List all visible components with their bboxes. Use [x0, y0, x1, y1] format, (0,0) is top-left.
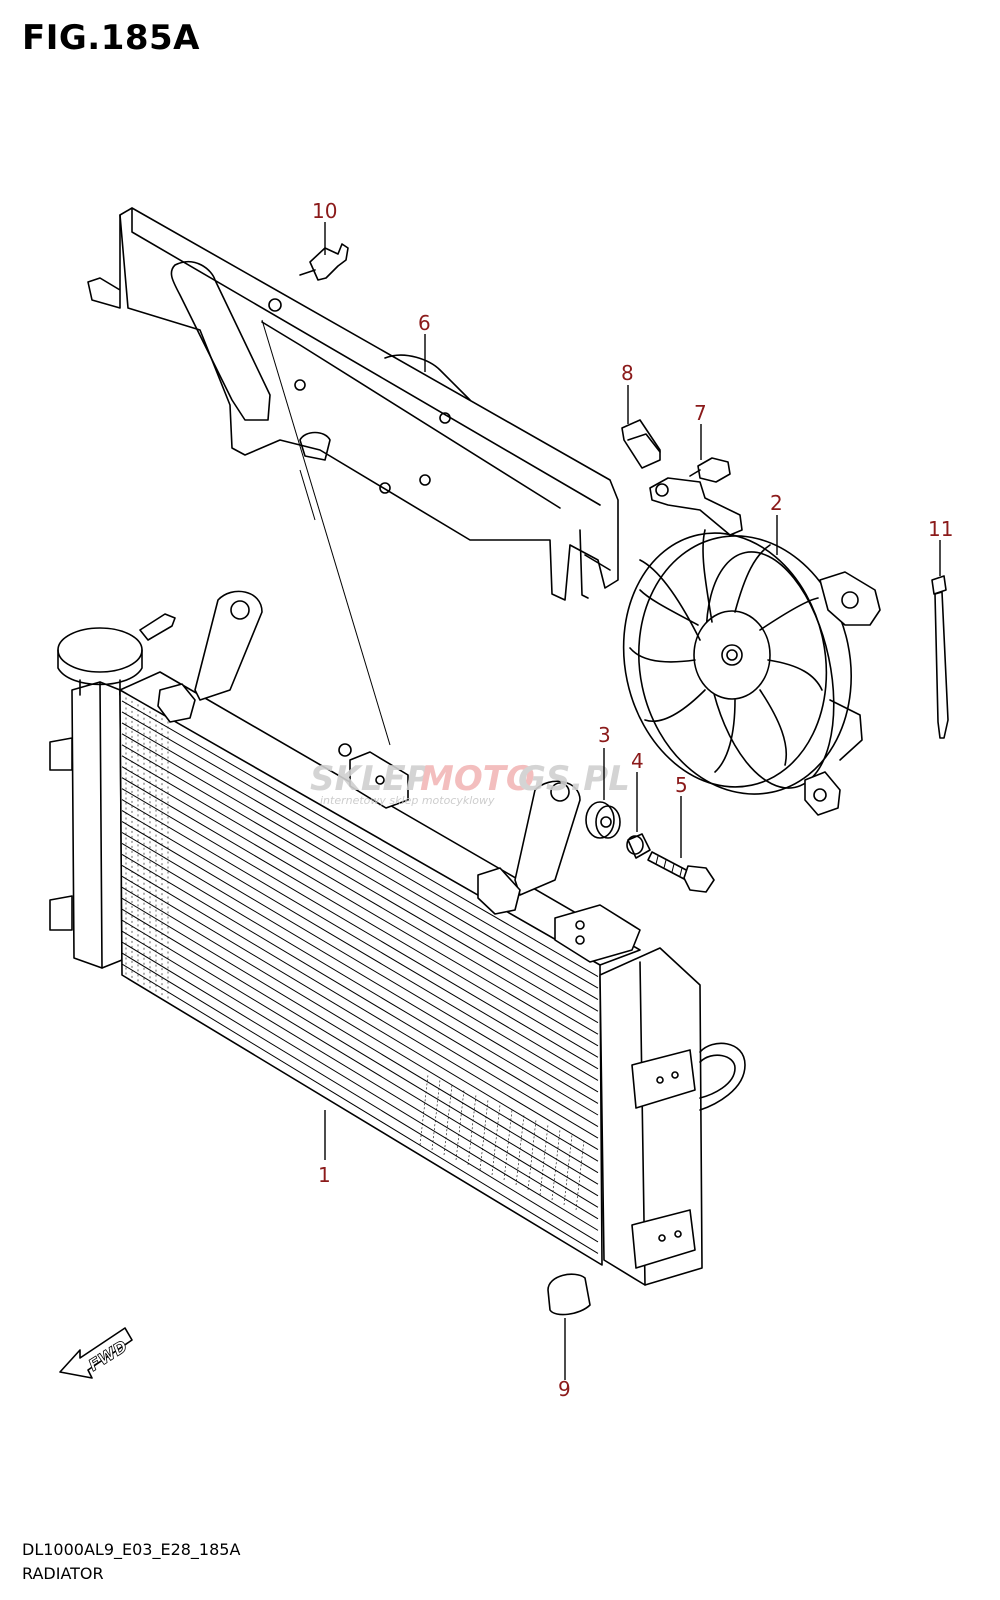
figure-code: DL1000AL9_E03_E28_185A — [22, 1540, 241, 1559]
radiator-tube-line — [121, 722, 599, 1001]
radiator-tube-line — [121, 853, 599, 1139]
callout-2: 2 — [770, 491, 783, 515]
callout-3: 3 — [598, 723, 611, 747]
radiator-tube-line — [121, 755, 599, 1035]
callout-8: 8 — [621, 361, 634, 385]
figure-name: RADIATOR — [22, 1564, 104, 1583]
callout-1: 1 — [318, 1163, 331, 1187]
screw-drawing — [689, 457, 731, 483]
collar-drawing — [626, 833, 651, 859]
watermark-part3: GS.PL — [518, 759, 630, 799]
radiator-tube-line — [121, 963, 599, 1254]
radiator-tube-line — [121, 733, 599, 1012]
radiator-tube-line — [121, 799, 599, 1081]
radiator-fins — [121, 697, 599, 1254]
radiator-tube-line — [121, 744, 599, 1024]
radiator-tube-line — [121, 810, 599, 1093]
radiator-tube-line — [121, 930, 599, 1220]
cooling-fan-drawing — [622, 477, 881, 816]
grommet-drawing — [585, 801, 621, 839]
radiator-tube-line — [121, 843, 599, 1127]
radiator-tube-line — [121, 700, 599, 977]
cushion-drawing — [547, 1273, 591, 1316]
radiator-tube-line — [121, 788, 599, 1070]
radiator-tube-line — [121, 832, 599, 1116]
clip-drawing — [299, 243, 349, 281]
radiator-tube-line — [121, 952, 599, 1243]
radiator-drawing — [49, 590, 746, 1286]
watermark-tagline: internetowy sklep motocyklowy — [320, 794, 495, 807]
leader-lines — [324, 222, 941, 1380]
radiator-tube-line — [121, 941, 599, 1231]
callout-4: 4 — [631, 749, 644, 773]
radiator-tube-line — [121, 777, 599, 1058]
radiator-tube-line — [121, 875, 599, 1162]
bolt-drawing — [647, 851, 715, 893]
watermark: SKLEP MOTO GS.PL internetowy sklep motoc… — [310, 759, 630, 807]
callout-7: 7 — [694, 401, 707, 425]
radiator-tube-line — [121, 908, 599, 1197]
cable-tie-drawing — [931, 575, 949, 739]
radiator-tube-line — [121, 711, 599, 989]
fwd-arrow: FWD — [59, 1327, 133, 1379]
watermark-part1: SKLEP — [310, 759, 431, 799]
radiator-cover-drawing — [87, 207, 619, 601]
callout-9: 9 — [558, 1377, 571, 1401]
radiator-tube-line — [121, 821, 599, 1104]
watermark-part2: MOTO — [420, 759, 535, 799]
figure-title: FIG.185A — [22, 18, 200, 58]
radiator-tube-line — [121, 897, 599, 1185]
callouts: 1 2 3 4 5 6 7 8 9 10 11 — [312, 199, 953, 1401]
nut-clip-drawing — [621, 419, 661, 469]
radiator-tube-line — [121, 766, 599, 1047]
callout-6: 6 — [418, 311, 431, 335]
callout-10: 10 — [312, 199, 337, 223]
callout-5: 5 — [675, 773, 688, 797]
radiator-tube-line — [121, 886, 599, 1174]
callout-11: 11 — [928, 517, 953, 541]
radiator-tube-line — [121, 864, 599, 1151]
